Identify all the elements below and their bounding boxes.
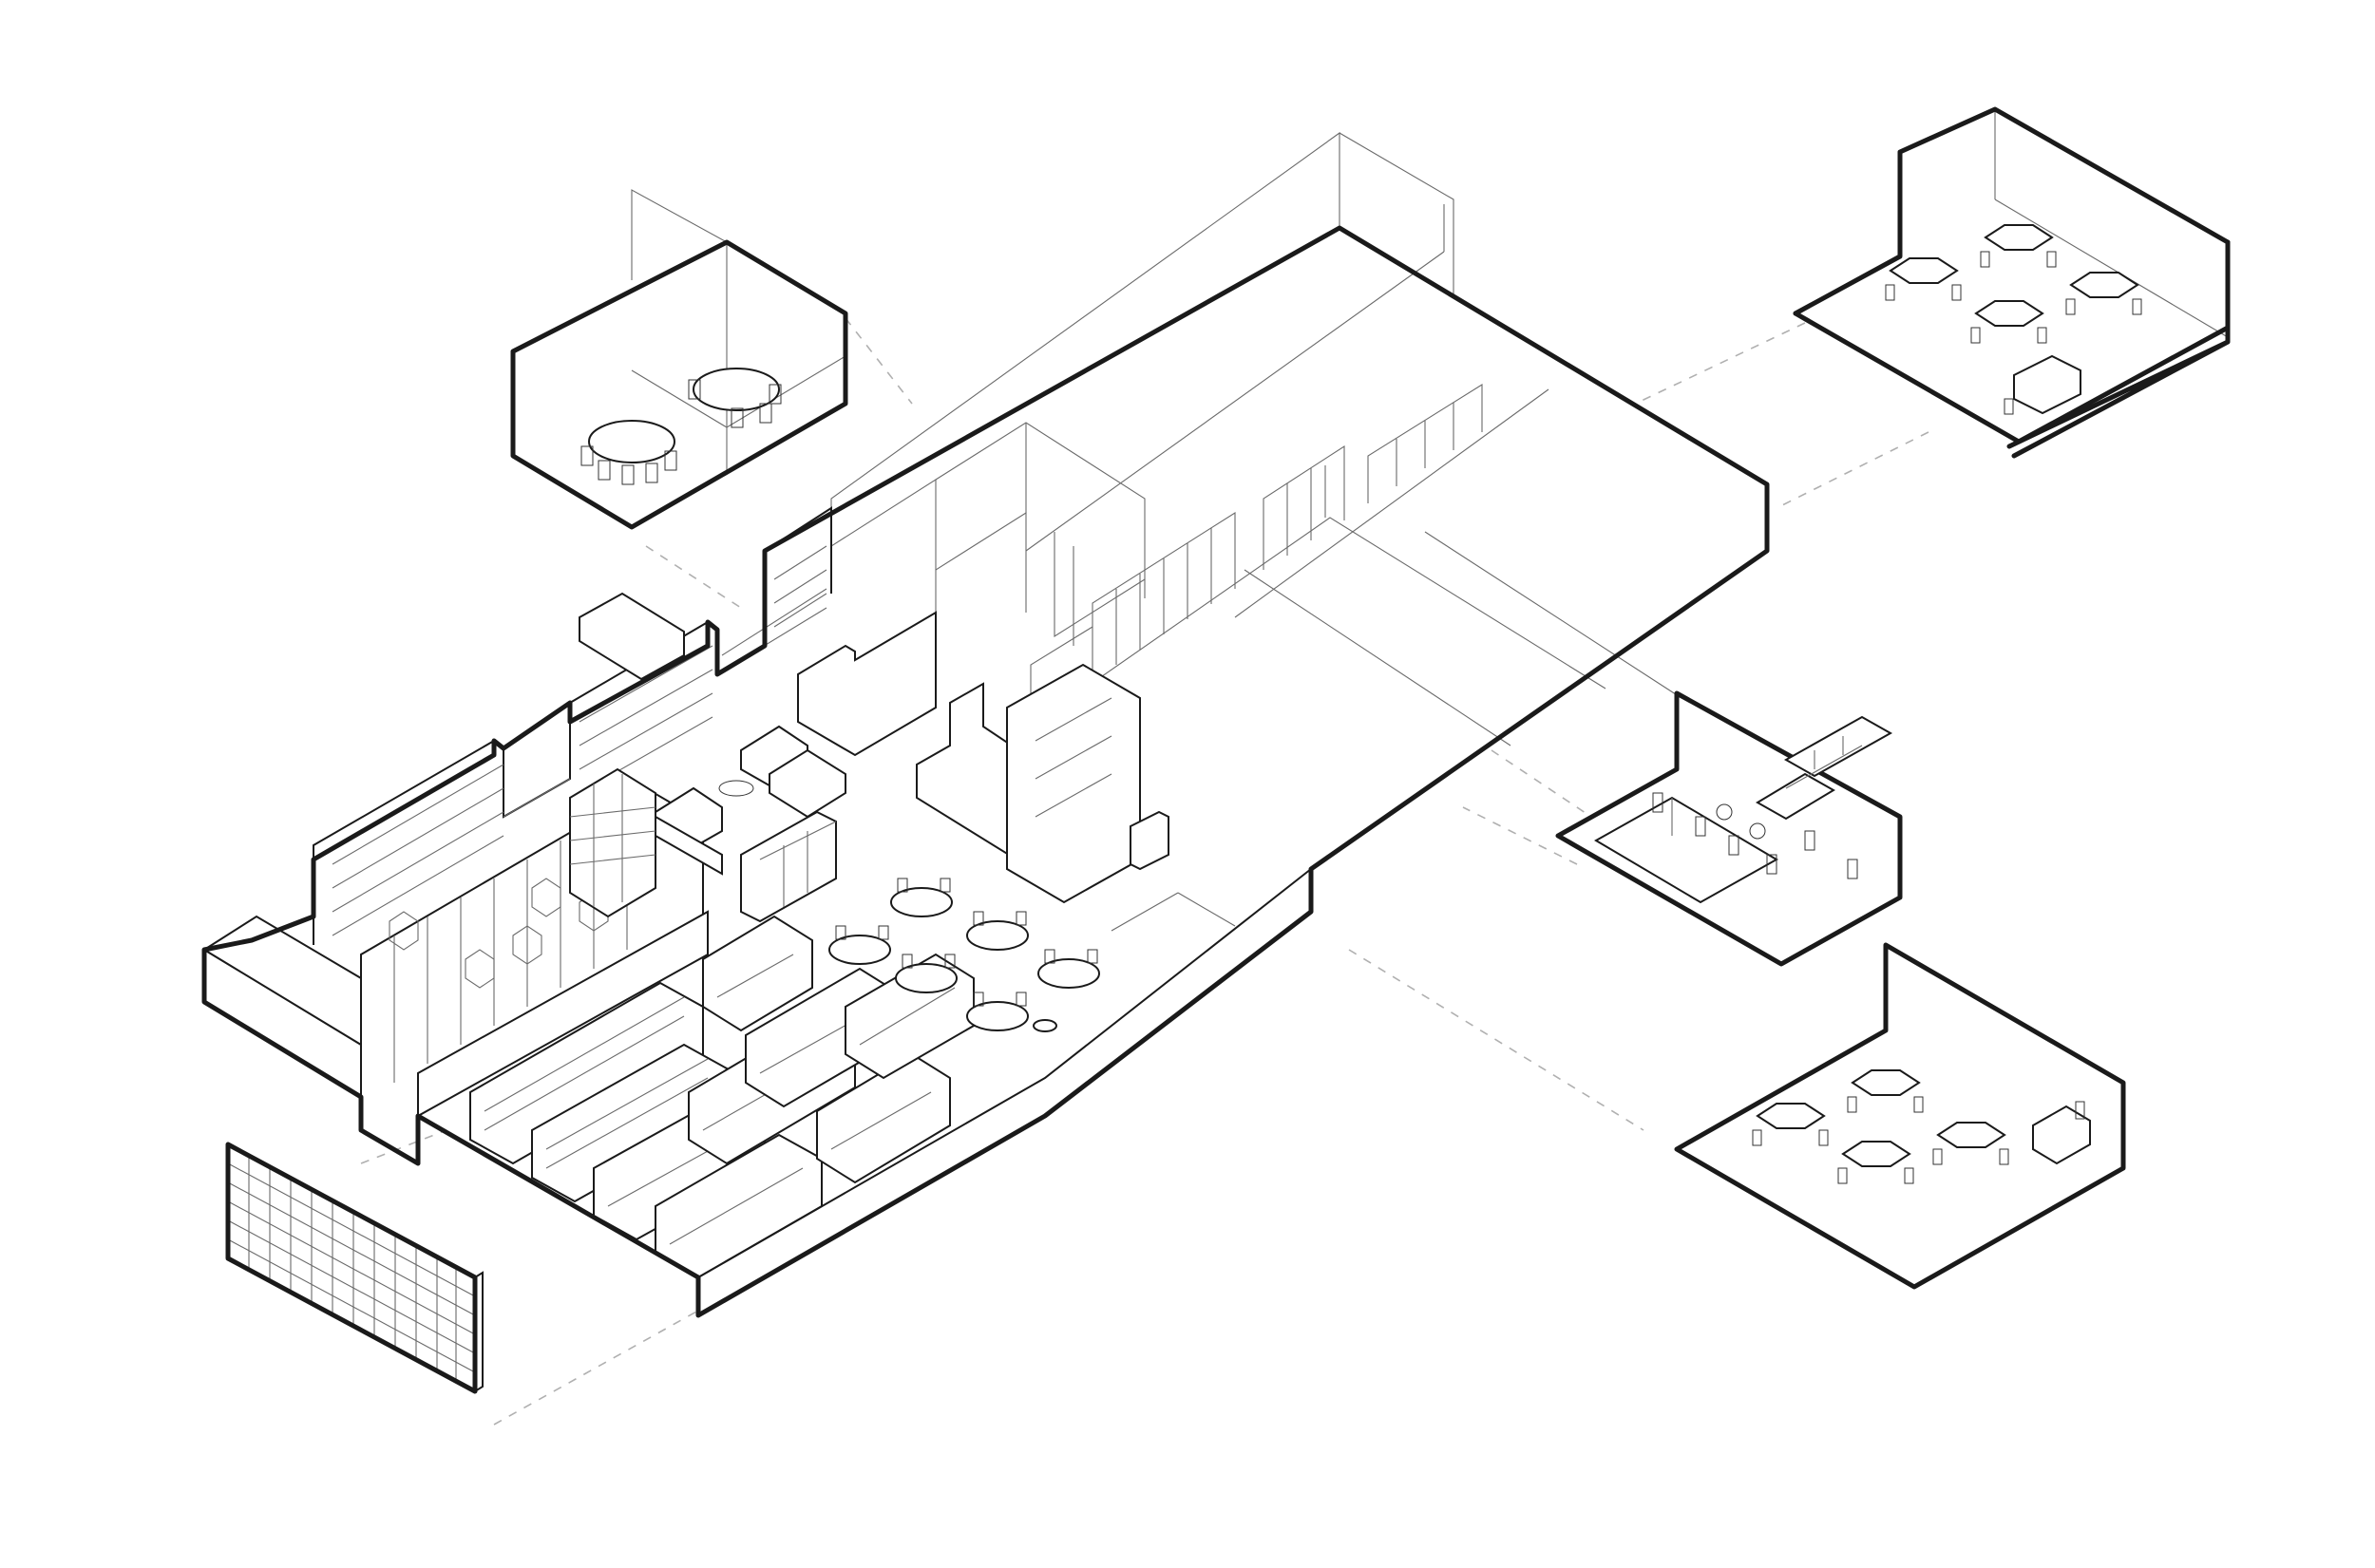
callout-classroom-b [1674, 942, 2126, 1290]
table-cluster-b [1752, 1069, 2091, 1184]
callout-classroom-a [1793, 106, 2231, 508]
study-tables [828, 878, 1100, 1032]
table-cluster-a [1885, 224, 2142, 415]
callout-lab [1555, 690, 1903, 967]
display-shelving [569, 767, 656, 918]
callout-shelf-wall [225, 1142, 484, 1394]
library-stacks [469, 915, 975, 1279]
lounge-furniture [579, 592, 937, 923]
stack-row-9 [702, 915, 813, 1032]
round-table-left [580, 420, 677, 485]
service-desk [916, 663, 1236, 932]
lab-benches [1593, 715, 1893, 904]
library-wing [202, 506, 1320, 1279]
building-outline [201, 225, 1770, 1318]
round-table-right [688, 368, 782, 428]
main-building [201, 131, 1770, 1318]
projection-guides [360, 317, 1929, 1426]
callout-meeting-rooms [510, 189, 848, 530]
